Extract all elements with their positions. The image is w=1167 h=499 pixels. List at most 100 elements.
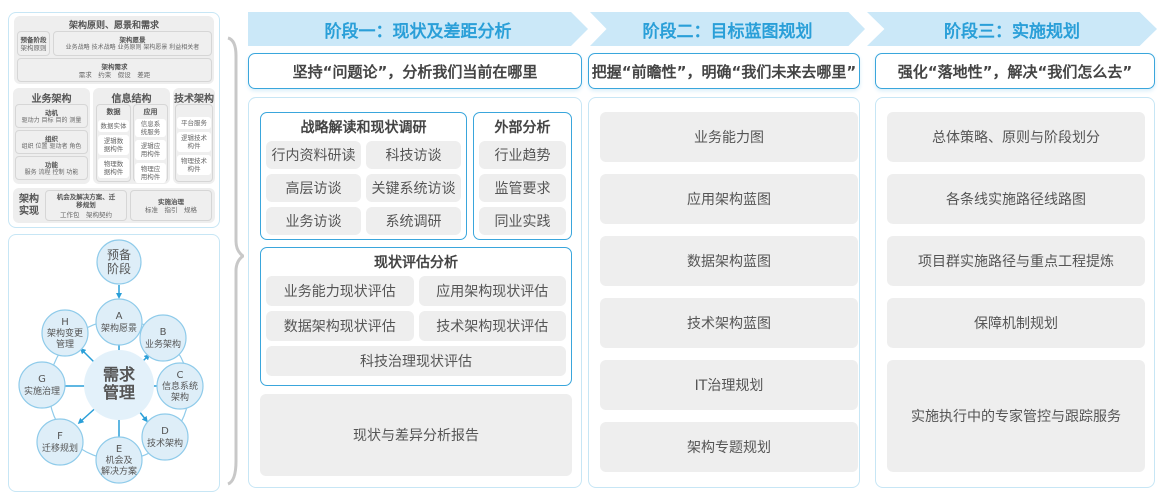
group-items: 驱动力 目标 目的 测量 bbox=[21, 117, 82, 124]
phase-letter: F bbox=[57, 431, 63, 442]
section-title: 架构原则、愿景和需求 bbox=[68, 21, 159, 31]
app-item: 物理应用构件 bbox=[135, 163, 166, 183]
plan-item: 实施执行中的专家管控与跟踪服务 bbox=[887, 360, 1145, 472]
phase-letter: D bbox=[161, 426, 169, 437]
data-box: 数据 数据实体 逻辑数据构件 物理数据构件 bbox=[96, 104, 131, 182]
phase-label-line: 架构变更 bbox=[46, 327, 82, 339]
motivation-box: 动机驱动力 目标 目的 测量 bbox=[15, 104, 88, 128]
blueprint-item: 架构专题规划 bbox=[600, 422, 858, 472]
strategy-item: 高层访谈 bbox=[266, 174, 361, 202]
center-label-line: 管理 bbox=[102, 383, 134, 402]
prelim-label-line: 预备 bbox=[106, 248, 130, 262]
phase-circle bbox=[94, 435, 143, 484]
prelim-box: 预备阶段 架构原则 bbox=[17, 31, 50, 56]
strategy-item: 系统调研 bbox=[366, 207, 461, 235]
governance-box: 实施治理 标准 指引 规格 bbox=[130, 190, 212, 221]
realization-title: 架构实现 bbox=[19, 193, 39, 217]
stage-3-header: 阶段三：实施规划 bbox=[867, 12, 1157, 46]
app-item: 信息系统服务 bbox=[135, 119, 166, 137]
data-item: 物理数据构件 bbox=[98, 158, 129, 178]
prelim-label-line: 阶段 bbox=[106, 261, 130, 276]
tech-item: 平台服务 bbox=[177, 117, 211, 129]
prelim-items: 架构原则 bbox=[20, 44, 47, 52]
group-items: 服务 流程 控制 功能 bbox=[24, 169, 79, 176]
stage-1-subtitle: 坚持“问题论”，分析我们当前在哪里 bbox=[248, 53, 582, 89]
external-analysis-box: 外部分析 行业趋势 监管要求 同业实践 bbox=[473, 112, 572, 240]
phase-letter: E bbox=[115, 444, 121, 455]
box-title: 战略解读和现状调研 bbox=[300, 120, 427, 136]
group-title: 功能 bbox=[45, 161, 58, 169]
prelim-title: 预备阶段 bbox=[20, 36, 47, 44]
phase-circle bbox=[94, 297, 143, 346]
opportunity-items: 工作包 架构契约 bbox=[60, 211, 112, 219]
blueprint-item: 业务能力图 bbox=[600, 112, 858, 162]
phase-circle bbox=[40, 308, 89, 357]
center-label-line: 需求 bbox=[102, 365, 135, 384]
assessment-item: 数据架构现状评估 bbox=[266, 311, 414, 341]
tech-item: 物理技术构件 bbox=[177, 155, 211, 175]
phase-circle bbox=[138, 313, 187, 362]
blueprint-item: 应用架构蓝图 bbox=[600, 174, 858, 224]
phase-letter: G bbox=[38, 374, 46, 385]
prelim-phase-circle bbox=[95, 238, 142, 285]
group-items: 组织 位置 驱动者 角色 bbox=[21, 143, 82, 150]
external-item: 监管要求 bbox=[479, 174, 566, 202]
app-title: 应用 bbox=[143, 108, 158, 116]
function-box: 功能服务 流程 控制 功能 bbox=[15, 156, 88, 180]
application-box: 应用 信息系统服务 逻辑应用构件 物理应用构件 bbox=[133, 104, 168, 183]
phase-letter: H bbox=[61, 317, 69, 328]
phase-circle bbox=[140, 412, 189, 461]
assessment-item: 业务能力现状评估 bbox=[266, 276, 414, 306]
stage-3-list: 总体策略、原则与阶段划分 各条线实施路径线路图 项目群实施路径与重点工程提炼 保… bbox=[887, 112, 1145, 472]
phase-label: 技术架构 bbox=[146, 437, 182, 449]
requirements-management-circle bbox=[83, 349, 154, 420]
strategy-research-box: 战略解读和现状调研 行内资料研读 科技访谈 高层访谈 关键系统访谈 业务访谈 系… bbox=[260, 112, 467, 240]
business-title: 业务架构 bbox=[31, 94, 72, 105]
stage-3-subtitle: 强化“落地性”，解决“我们怎么去” bbox=[875, 53, 1155, 89]
bracket bbox=[227, 36, 244, 486]
phase-label: 迁移规划 bbox=[41, 442, 77, 454]
info-title: 信息结构 bbox=[111, 94, 152, 105]
phase-letter: B bbox=[159, 327, 166, 338]
tech-box: 平台服务 逻辑技术构件 物理技术构件 bbox=[175, 104, 213, 182]
principles-vision-requirements: 架构原则、愿景和需求 预备阶段 架构原则 架构愿景 业务战略 技术战略 业务原则… bbox=[14, 16, 214, 84]
phase-label-line: 解决方案 bbox=[100, 465, 136, 477]
phase-label: 架构变更管理 bbox=[46, 327, 82, 350]
strategy-item: 业务访谈 bbox=[266, 207, 361, 235]
phase-circle bbox=[35, 417, 84, 466]
data-title: 数据 bbox=[106, 108, 121, 116]
data-item: 逻辑数据构件 bbox=[98, 135, 129, 155]
tech-title: 技术架构 bbox=[174, 94, 214, 105]
prelim-label: 预备阶段 bbox=[106, 248, 130, 276]
strategy-item: 科技访谈 bbox=[366, 141, 461, 169]
phase-circle bbox=[155, 361, 204, 410]
governance-items: 标准 指引 规格 bbox=[145, 206, 197, 214]
phase-label-line: 机会及 bbox=[105, 454, 132, 466]
gap-analysis-report: 现状与差异分析报告 bbox=[260, 394, 572, 476]
assessment-item: 应用架构现状评估 bbox=[418, 276, 566, 306]
phase-label: 机会及解决方案 bbox=[100, 454, 136, 477]
requirements-box: 架构需求 需求 约束 假设 差距 bbox=[17, 58, 212, 82]
group-title: 动机 bbox=[45, 109, 58, 117]
blueprint-item: 数据架构蓝图 bbox=[600, 236, 858, 286]
stage-1-header: 阶段一：现状及差距分析 bbox=[248, 12, 588, 46]
opportunity-title: 机会及解决方案、迁移规划 bbox=[56, 193, 116, 209]
requirements-items: 需求 约束 假设 差距 bbox=[78, 71, 151, 79]
phase-label-line: 实施治理 bbox=[23, 385, 59, 397]
tech-item: 逻辑技术构件 bbox=[177, 132, 211, 152]
blueprint-item: IT治理规划 bbox=[600, 360, 858, 410]
box-title: 外部分析 bbox=[494, 120, 551, 136]
phase-circle bbox=[17, 360, 66, 409]
strategy-item: 行内资料研读 bbox=[266, 141, 361, 169]
phase-label-line: 架构 bbox=[170, 391, 188, 403]
data-item: 数据实体 bbox=[98, 120, 129, 132]
information-structure: 信息结构 数据 数据实体 逻辑数据构件 物理数据构件 应用 信息系统服务 逻辑应… bbox=[93, 88, 170, 184]
phase-letter: A bbox=[115, 311, 122, 322]
technology-architecture: 技术架构 平台服务 逻辑技术构件 物理技术构件 bbox=[173, 88, 215, 184]
vision-title: 架构愿景 bbox=[119, 36, 146, 44]
assessment-box: 现状评估分析 业务能力现状评估 应用架构现状评估 数据架构现状评估 技术架构现状… bbox=[260, 247, 572, 386]
stage-title: 阶段二：目标蓝图规划 bbox=[642, 21, 813, 42]
requirements-title: 架构需求 bbox=[101, 63, 128, 71]
phase-label: 信息系统架构 bbox=[161, 380, 197, 403]
